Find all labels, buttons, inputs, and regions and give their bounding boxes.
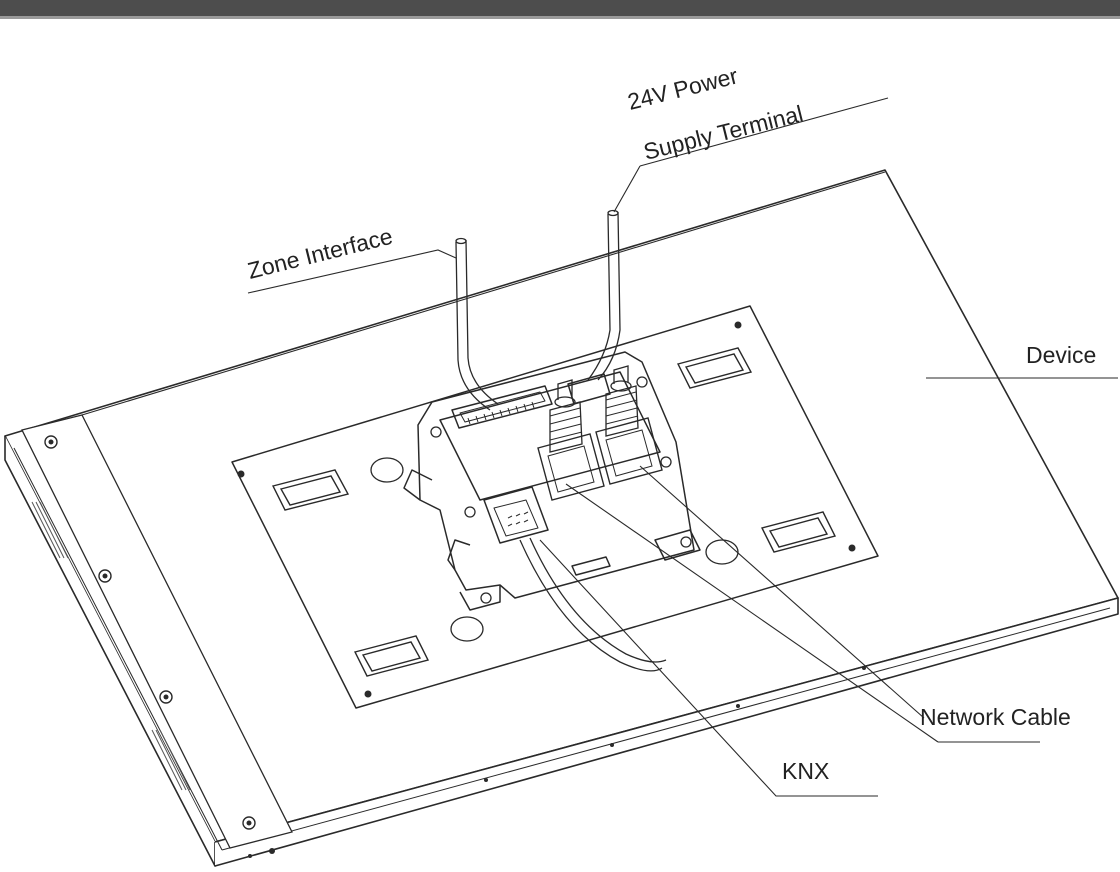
plate-screw-dots xyxy=(237,321,856,698)
leader-knx xyxy=(539,539,878,797)
label-power-line1: 24V Power xyxy=(625,62,741,115)
label-network-cable: Network Cable xyxy=(920,704,1071,730)
slot-lower-left xyxy=(353,635,430,677)
edge-dots xyxy=(248,666,866,858)
zone-cable xyxy=(455,241,491,411)
plate-holes xyxy=(370,457,739,642)
leader-power xyxy=(613,97,889,213)
device-bezel-strip xyxy=(21,171,886,849)
knx-port xyxy=(483,486,549,544)
zone-connector xyxy=(451,385,553,429)
terminal-pins xyxy=(467,401,535,527)
power-cable xyxy=(587,213,611,381)
slot-lower-right xyxy=(760,511,837,553)
knx-cable xyxy=(519,539,663,672)
cable-boots xyxy=(549,365,639,453)
leader-zone xyxy=(247,249,457,294)
bezel-screw-centers xyxy=(48,439,252,826)
top-band-edge xyxy=(0,16,1120,19)
label-knx: KNX xyxy=(782,758,829,784)
slot-upper-left xyxy=(271,469,350,511)
edge-vents xyxy=(31,501,191,791)
plate-slots xyxy=(271,347,837,677)
leader-network-1 xyxy=(565,483,939,743)
terminal-screws xyxy=(430,376,692,604)
rj45-connectors xyxy=(537,417,663,501)
slot-upper-right xyxy=(676,347,753,389)
label-zone-interface: Zone Interface xyxy=(245,223,395,284)
leader-lines xyxy=(247,97,1118,797)
label-device: Device xyxy=(1026,342,1096,368)
mounting-plate xyxy=(231,305,879,709)
leader-network-2 xyxy=(639,465,925,719)
label-power-line2: Supply Terminal xyxy=(641,100,806,165)
top-band xyxy=(0,0,1120,16)
